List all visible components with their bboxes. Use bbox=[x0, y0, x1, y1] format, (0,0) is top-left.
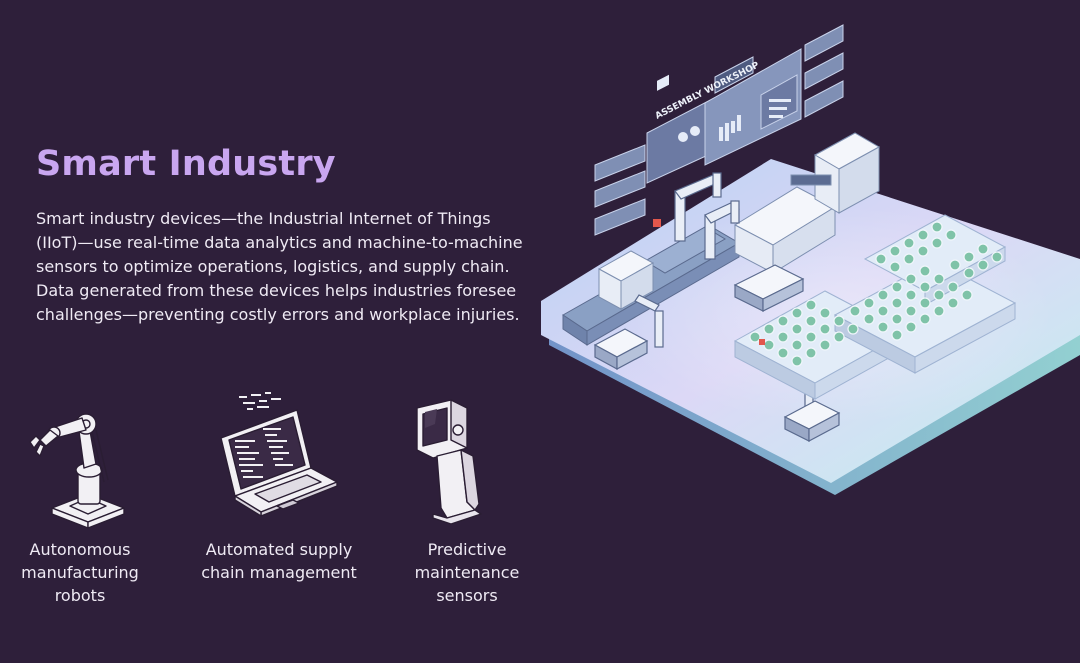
intro-paragraph: Smart industry devices—the Industrial In… bbox=[36, 209, 523, 324]
handheld-sensor-icon bbox=[416, 399, 482, 525]
feature-label: Automated supply chain management bbox=[201, 540, 357, 582]
assembly-machines bbox=[597, 132, 881, 310]
feature-autonomous-robots: Autonomous manufacturing robots bbox=[0, 390, 160, 620]
hologram-widgets bbox=[657, 74, 791, 142]
warning-markers bbox=[653, 219, 765, 345]
factory-illustration: ASSEMBLY WORKSHOP bbox=[541, 24, 1080, 495]
product-boxes bbox=[749, 221, 1003, 367]
feature-label: Predictive maintenance sensors bbox=[414, 540, 520, 605]
feature-maintenance-sensors: Predictive maintenance sensors bbox=[387, 390, 547, 620]
page-title: Smart Industry bbox=[36, 144, 336, 184]
feature-list: Autonomous manufacturing robots bbox=[0, 390, 560, 620]
laptop-icon bbox=[220, 392, 338, 517]
feature-supply-chain: Automated supply chain management bbox=[199, 390, 359, 620]
feature-label: Autonomous manufacturing robots bbox=[21, 540, 139, 605]
robot-arm-icon bbox=[29, 413, 125, 529]
